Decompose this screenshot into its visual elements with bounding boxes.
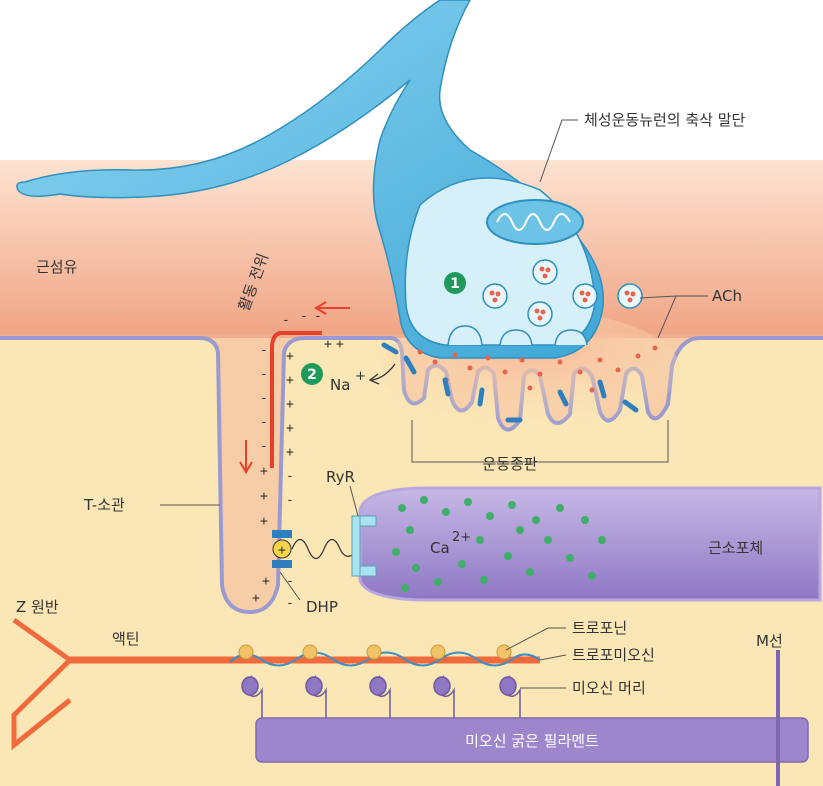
svg-text:1: 1 — [450, 276, 460, 292]
thick-filament — [255, 717, 809, 763]
leader-tropomyosin — [539, 654, 567, 661]
svg-text:+: + — [286, 421, 294, 436]
troponin-complexes — [238, 644, 512, 660]
label-ryr: RyR — [326, 468, 355, 486]
label-sarcoplasmic-reticulum: 근소포체 — [708, 539, 763, 557]
svg-text:+: + — [286, 373, 294, 388]
svg-text:2: 2 — [307, 367, 317, 383]
svg-text:+: + — [278, 543, 286, 558]
svg-text:-: - — [260, 415, 268, 430]
charge-signs: - - - + + - - - - - + + + + + - - - - + … — [252, 309, 344, 611]
label-muscle-fiber: 근섬유 — [36, 258, 78, 276]
label-troponin: 트로포닌 — [572, 619, 627, 637]
label-tropomyosin: 트로포미오신 — [572, 646, 655, 664]
action-potential-front — [270, 331, 322, 468]
dhp-receptor: + — [272, 530, 292, 568]
svg-text:+: + — [260, 489, 268, 504]
label-na: Na — [330, 376, 350, 394]
arrow-icon — [368, 363, 396, 385]
label-ca-charge: 2+ — [452, 530, 471, 545]
svg-text:+: + — [262, 574, 270, 589]
myosin-heads — [241, 675, 521, 720]
svg-text:+: + — [260, 514, 268, 529]
dhp-ryr-link — [291, 538, 357, 560]
mitochondrion-icon — [486, 199, 584, 245]
svg-text:-: - — [260, 391, 268, 406]
svg-text:-: - — [314, 309, 322, 324]
step-badge-2: 2 — [301, 363, 323, 385]
label-actin: 액틴 — [112, 630, 140, 648]
svg-text:+: + — [260, 464, 268, 479]
svg-text:+: + — [324, 337, 332, 352]
ryr-channel — [351, 515, 377, 577]
arrow-icon — [314, 301, 350, 315]
label-ach: ACh — [712, 287, 742, 305]
tropomyosin-strand — [229, 651, 541, 667]
leader-ach-2 — [657, 295, 677, 339]
label-dhp: DHP — [306, 598, 338, 616]
leader-dhp — [279, 571, 301, 601]
z-disc — [11, 617, 74, 751]
svg-text:-: - — [286, 574, 294, 589]
arrow-icon — [239, 440, 253, 474]
svg-text:-: - — [286, 469, 294, 484]
svg-text:+: + — [286, 445, 294, 460]
leader-end-plate — [411, 420, 669, 463]
ach-receptors — [381, 342, 639, 423]
svg-text:-: - — [260, 439, 268, 454]
label-na-charge: + — [355, 369, 366, 384]
leader-axon-terminal — [539, 119, 578, 183]
svg-text:+: + — [252, 591, 260, 606]
label-thick-filament: 미오신 굵은 필라멘트 — [465, 732, 599, 750]
sarcoplasmic-reticulum — [358, 486, 822, 602]
synaptic-vesicles — [447, 259, 643, 346]
svg-text:-: - — [260, 343, 268, 358]
label-axon-terminal: 체성운동뉴런의 축삭 말단 — [584, 111, 746, 129]
svg-text:-: - — [300, 309, 308, 324]
svg-text:+: + — [286, 349, 294, 364]
leader-troponin — [505, 627, 566, 651]
calcium-ions — [392, 496, 606, 592]
svg-text:-: - — [286, 493, 294, 508]
label-z-disc: Z 원반 — [16, 598, 59, 616]
label-motor-end-plate: 운동종판 — [482, 455, 537, 473]
svg-text:-: - — [286, 596, 294, 611]
label-ca: Ca — [430, 539, 450, 557]
label-myosin-head: 미오신 머리 — [572, 679, 646, 697]
svg-text:-: - — [282, 313, 290, 328]
step-badge-1: 1 — [444, 272, 466, 294]
svg-text:-: - — [260, 367, 268, 382]
label-t-tubule: T-소관 — [83, 496, 125, 514]
label-m-line: M선 — [756, 632, 783, 650]
svg-text:+: + — [336, 337, 344, 352]
leader-ryr — [349, 485, 359, 517]
svg-text:+: + — [286, 397, 294, 412]
